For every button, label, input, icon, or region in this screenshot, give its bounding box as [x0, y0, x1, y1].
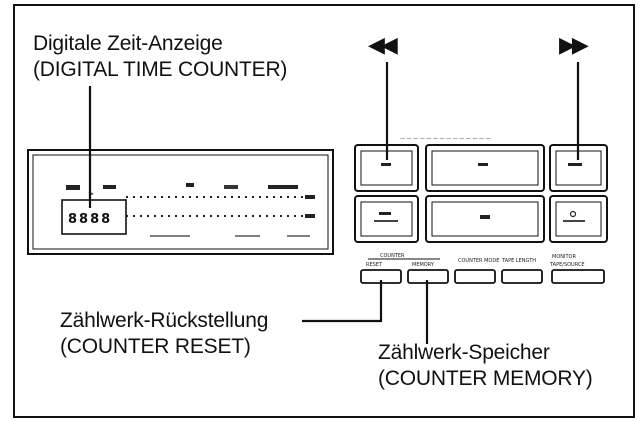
transport-panel: — — — — — — — — — — — — — — [354, 136, 608, 243]
tape-length-label: TAPE LENGTH [501, 258, 536, 264]
counter-group-label: COUNTER [380, 253, 405, 259]
counter-reset-label-de: Zählwerk-Rückstellung [60, 309, 269, 332]
monitor-label: MONITOR [552, 254, 576, 260]
counter-mode-label: COUNTER MODE [458, 258, 499, 264]
tape-length-button[interactable] [501, 269, 543, 284]
leader-lines [88, 62, 580, 344]
counter-memory-label-de: Zählwerk-Speicher [378, 341, 550, 364]
digital-counter-display: 8888 [61, 199, 127, 235]
reset-label: RESET [366, 262, 383, 268]
time-counter-label-en: (DIGITAL TIME COUNTER) [33, 58, 288, 81]
function-button-row: COUNTER RESET MEMORY COUNTER MODE TAPE L… [360, 253, 605, 284]
tape-source-label: TAPE/SOURCE [549, 262, 585, 268]
counter-digits: 8888 [68, 212, 112, 227]
monitor-button[interactable] [551, 269, 605, 284]
counter-reset-label-en: (COUNTER RESET) [60, 335, 251, 358]
counter-mode-button[interactable] [454, 269, 496, 284]
fast-forward-arrow-icon: ▶▶ [559, 32, 589, 57]
memory-label: MEMORY [412, 262, 435, 268]
time-counter-label-de: Digitale Zeit-Anzeige [33, 32, 223, 55]
counter-memory-label-en: (COUNTER MEMORY) [378, 367, 593, 390]
leader-counter-reset [302, 280, 383, 323]
figure-frame [13, 4, 635, 418]
svg-text:— — — — — — — — — — — — — —: — — — — — — — — — — — — — — [400, 136, 491, 142]
rewind-arrow-icon: ◀◀ [368, 32, 398, 57]
